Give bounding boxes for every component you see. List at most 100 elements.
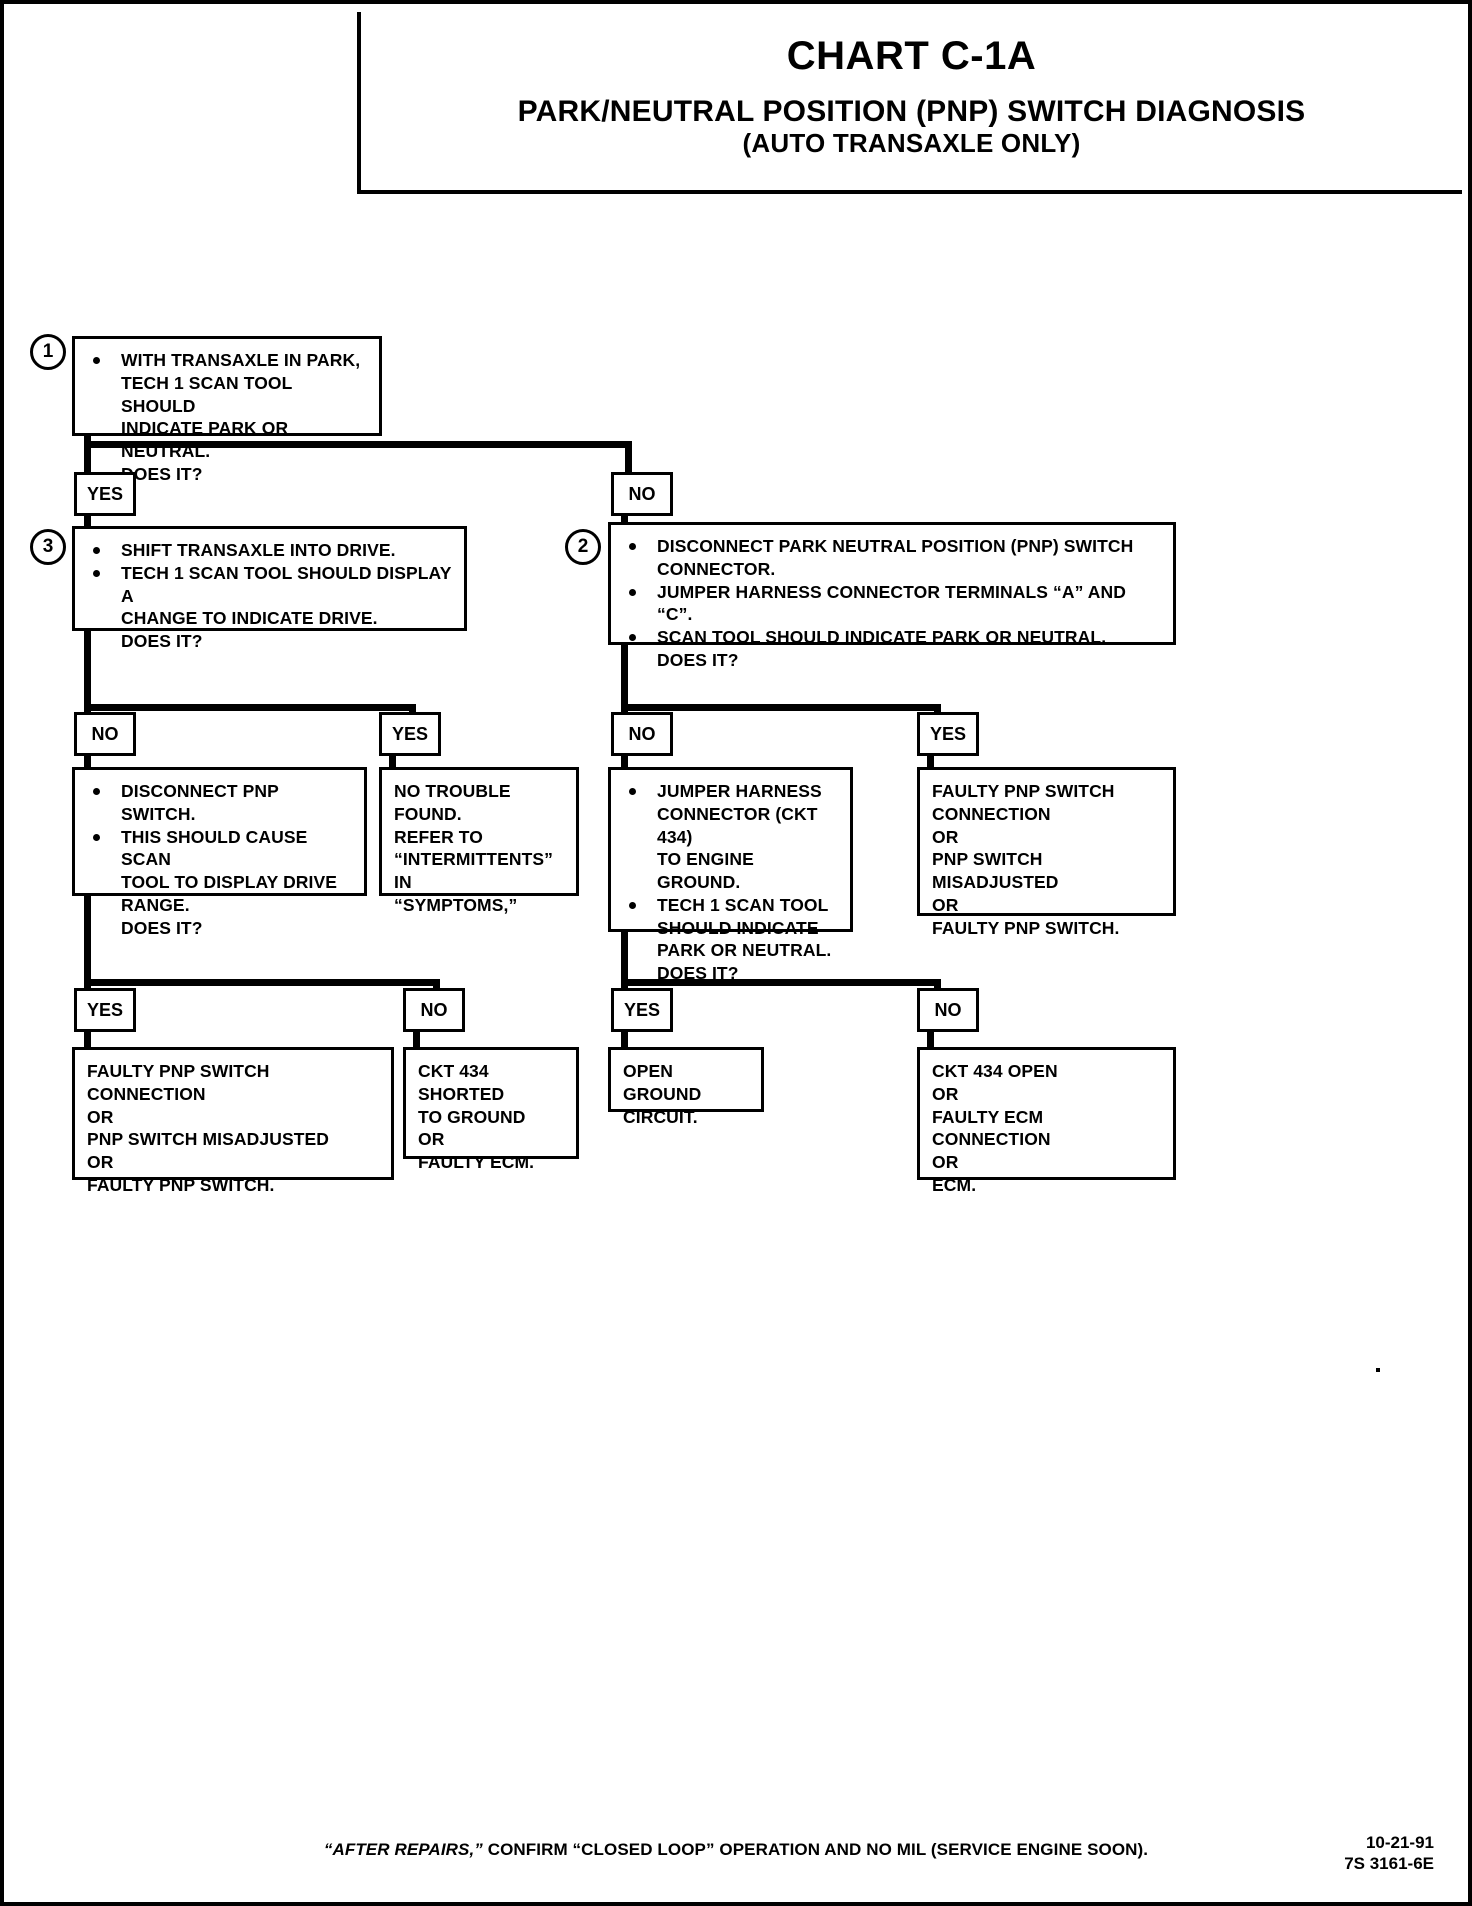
connector-no3-down xyxy=(84,752,91,770)
connector-box1-split xyxy=(84,441,632,448)
faulty-right-line-4: PNP SWITCH MISADJUSTED xyxy=(932,849,1059,892)
jumper-ground-line-2: CONNECTOR (CKT 434) xyxy=(657,803,818,847)
ckt-shorted-line-2: TO GROUND xyxy=(418,1106,526,1127)
faulty-left-line-2: OR xyxy=(87,1106,114,1127)
box1-line-1: WITH TRANSAXLE IN PARK, xyxy=(87,349,369,372)
footer-note-emphasis: “AFTER REPAIRS,” xyxy=(323,1840,483,1859)
footer-date: 10-21-91 xyxy=(1365,1832,1434,1852)
jumper-ground-line-3: TO ENGINE GROUND. xyxy=(657,849,754,892)
box2-line-1: DISCONNECT PARK NEUTRAL POSITION (PNP) S… xyxy=(623,535,1163,558)
decision-box-3: SHIFT TRANSAXLE INTO DRIVE. TECH 1 SCAN … xyxy=(72,526,467,651)
jumper-ground-line-1: JUMPER HARNESS xyxy=(623,780,840,803)
faulty-left-line-4: OR xyxy=(87,1152,114,1172)
step-number-1: 1 xyxy=(30,334,66,370)
box2-line-3: JUMPER HARNESS CONNECTOR TERMINALS “A” A… xyxy=(623,581,1163,627)
result-box-no-trouble-found: NO TROUBLE FOUND. REFER TO “INTERMITTENT… xyxy=(379,767,579,915)
footer-part-number: 7S 3161-6E xyxy=(1344,1853,1434,1873)
jumper-ground-line-6: PARK OR NEUTRAL. xyxy=(657,940,832,961)
connector-box2-to-yes xyxy=(934,704,941,714)
connector-no2-down xyxy=(621,752,628,770)
box1-line-3: INDICATE PARK OR NEUTRAL. xyxy=(121,418,289,461)
connector-yes3-down xyxy=(389,752,396,770)
box2-line-2: CONNECTOR. xyxy=(657,558,776,579)
result-box-faulty-pnp-right: FAULTY PNP SWITCH CONNECTION OR PNP SWIT… xyxy=(917,767,1176,938)
jumper-ground-line-7: DOES IT? xyxy=(657,963,739,983)
box1-line-2: TECH 1 SCAN TOOL SHOULD xyxy=(121,372,293,416)
ckt-open-line-2: OR xyxy=(932,1083,959,1104)
box3-line-3: CHANGE TO INDICATE DRIVE. xyxy=(121,608,378,629)
connector-yes-jump-down xyxy=(621,1028,628,1050)
connector-jumper-down xyxy=(621,930,628,994)
label-no-disconnect: NO xyxy=(403,988,465,1032)
faulty-left-line-5: FAULTY PNP SWITCH. xyxy=(87,1174,275,1195)
result-box-faulty-pnp-left: FAULTY PNP SWITCH CONNECTION OR PNP SWIT… xyxy=(72,1047,394,1195)
box1-line-4: DOES IT? xyxy=(121,463,203,484)
disconnect-line-2: THIS SHOULD CAUSE SCAN xyxy=(87,826,354,872)
connector-disconnect-down xyxy=(84,894,91,994)
box2-line-5: DOES IT? xyxy=(657,649,739,670)
ckt-shorted-line-3: OR xyxy=(418,1129,445,1150)
connector-box1-down xyxy=(84,434,91,474)
no-trouble-line-4: “SYMPTOMS,” xyxy=(394,894,518,915)
label-no-jumper: NO xyxy=(917,988,979,1032)
label-yes-box3: YES xyxy=(379,712,441,756)
decision-box-1: WITH TRANSAXLE IN PARK, TECH 1 SCAN TOOL… xyxy=(72,336,382,484)
step-number-2: 2 xyxy=(565,529,601,565)
footer-note-rest: CONFIRM “CLOSED LOOP” OPERATION AND NO M… xyxy=(482,1840,1149,1859)
connector-yes-disc-down xyxy=(84,1028,91,1050)
label-yes-box1: YES xyxy=(74,472,136,516)
label-no-box2: NO xyxy=(611,712,673,756)
connector-box1-to-no xyxy=(625,441,632,474)
decision-box-2: DISCONNECT PARK NEUTRAL POSITION (PNP) S… xyxy=(608,522,1176,670)
no-trouble-line-1: NO TROUBLE FOUND. xyxy=(394,781,511,824)
disconnect-line-3: TOOL TO DISPLAY DRIVE xyxy=(121,872,338,892)
disconnect-line-1: DISCONNECT PNP SWITCH. xyxy=(87,780,354,826)
connector-box2-down xyxy=(621,643,628,714)
jumper-ground-line-4: TECH 1 SCAN TOOL xyxy=(623,894,840,917)
connector-yes1-down xyxy=(84,512,91,536)
ckt-open-line-1: CKT 434 OPEN xyxy=(932,1061,1058,1081)
faulty-right-line-3: OR xyxy=(932,826,959,847)
result-box-open-ground: OPEN GROUND CIRCUIT. xyxy=(608,1047,764,1127)
box3-line-2: TECH 1 SCAN TOOL SHOULD DISPLAY A xyxy=(87,562,454,608)
ckt-open-line-3: FAULTY ECM CONNECTION xyxy=(932,1106,1051,1150)
connector-no-jump-down xyxy=(927,1028,934,1050)
no-trouble-line-2: REFER TO xyxy=(394,826,483,847)
label-yes-jumper: YES xyxy=(611,988,673,1032)
open-ground-line-1: OPEN GROUND xyxy=(623,1061,702,1104)
connector-jumper-to-no xyxy=(934,979,941,990)
chart-id: CHART C-1A xyxy=(786,34,1037,78)
no-trouble-line-3: “INTERMITTENTS” IN xyxy=(394,849,553,892)
connector-box3-split xyxy=(84,704,416,711)
connector-box3-down xyxy=(84,629,91,714)
connector-no-disc-down xyxy=(413,1028,420,1050)
action-box-jumper-to-ground: JUMPER HARNESS CONNECTOR (CKT 434) TO EN… xyxy=(608,767,853,983)
label-yes-box2: YES xyxy=(917,712,979,756)
disconnect-line-4: RANGE. xyxy=(121,894,190,915)
connector-box2-split xyxy=(621,704,941,711)
page-title: PARK/NEUTRAL POSITION (PNP) SWITCH DIAGN… xyxy=(517,95,1306,128)
faulty-left-line-3: PNP SWITCH MISADJUSTED xyxy=(87,1129,330,1150)
box2-line-4: SCAN TOOL SHOULD INDICATE PARK OR NEUTRA… xyxy=(623,626,1163,649)
box3-line-4: DOES IT? xyxy=(121,631,203,651)
ckt-open-line-5: ECM. xyxy=(932,1174,977,1195)
faulty-right-line-5: OR xyxy=(932,894,959,915)
faulty-left-line-1: FAULTY PNP SWITCH CONNECTION xyxy=(87,1061,270,1104)
connector-disconnect-to-no xyxy=(433,979,440,990)
jumper-ground-line-5: SHOULD INDICATE xyxy=(657,917,819,938)
action-box-disconnect-pnp: DISCONNECT PNP SWITCH. THIS SHOULD CAUSE… xyxy=(72,767,367,938)
faulty-right-line-6: FAULTY PNP SWITCH. xyxy=(932,917,1120,938)
title-block: CHART C-1A PARK/NEUTRAL POSITION (PNP) S… xyxy=(357,12,1462,194)
connector-yes2-down xyxy=(927,752,934,770)
label-yes-disconnect: YES xyxy=(74,988,136,1032)
label-no-box1: NO xyxy=(611,472,673,516)
disconnect-line-5: DOES IT? xyxy=(121,917,203,938)
faulty-right-line-2: CONNECTION xyxy=(932,803,1051,824)
box3-line-1: SHIFT TRANSAXLE INTO DRIVE. xyxy=(87,539,454,562)
step-number-3: 3 xyxy=(30,529,66,565)
footer-code: 10-21-91 7S 3161-6E xyxy=(1344,1832,1434,1875)
ckt-shorted-line-4: FAULTY ECM. xyxy=(418,1152,535,1172)
footer-note: “AFTER REPAIRS,” CONFIRM “CLOSED LOOP” O… xyxy=(4,1840,1468,1860)
ckt-open-line-4: OR xyxy=(932,1152,959,1172)
